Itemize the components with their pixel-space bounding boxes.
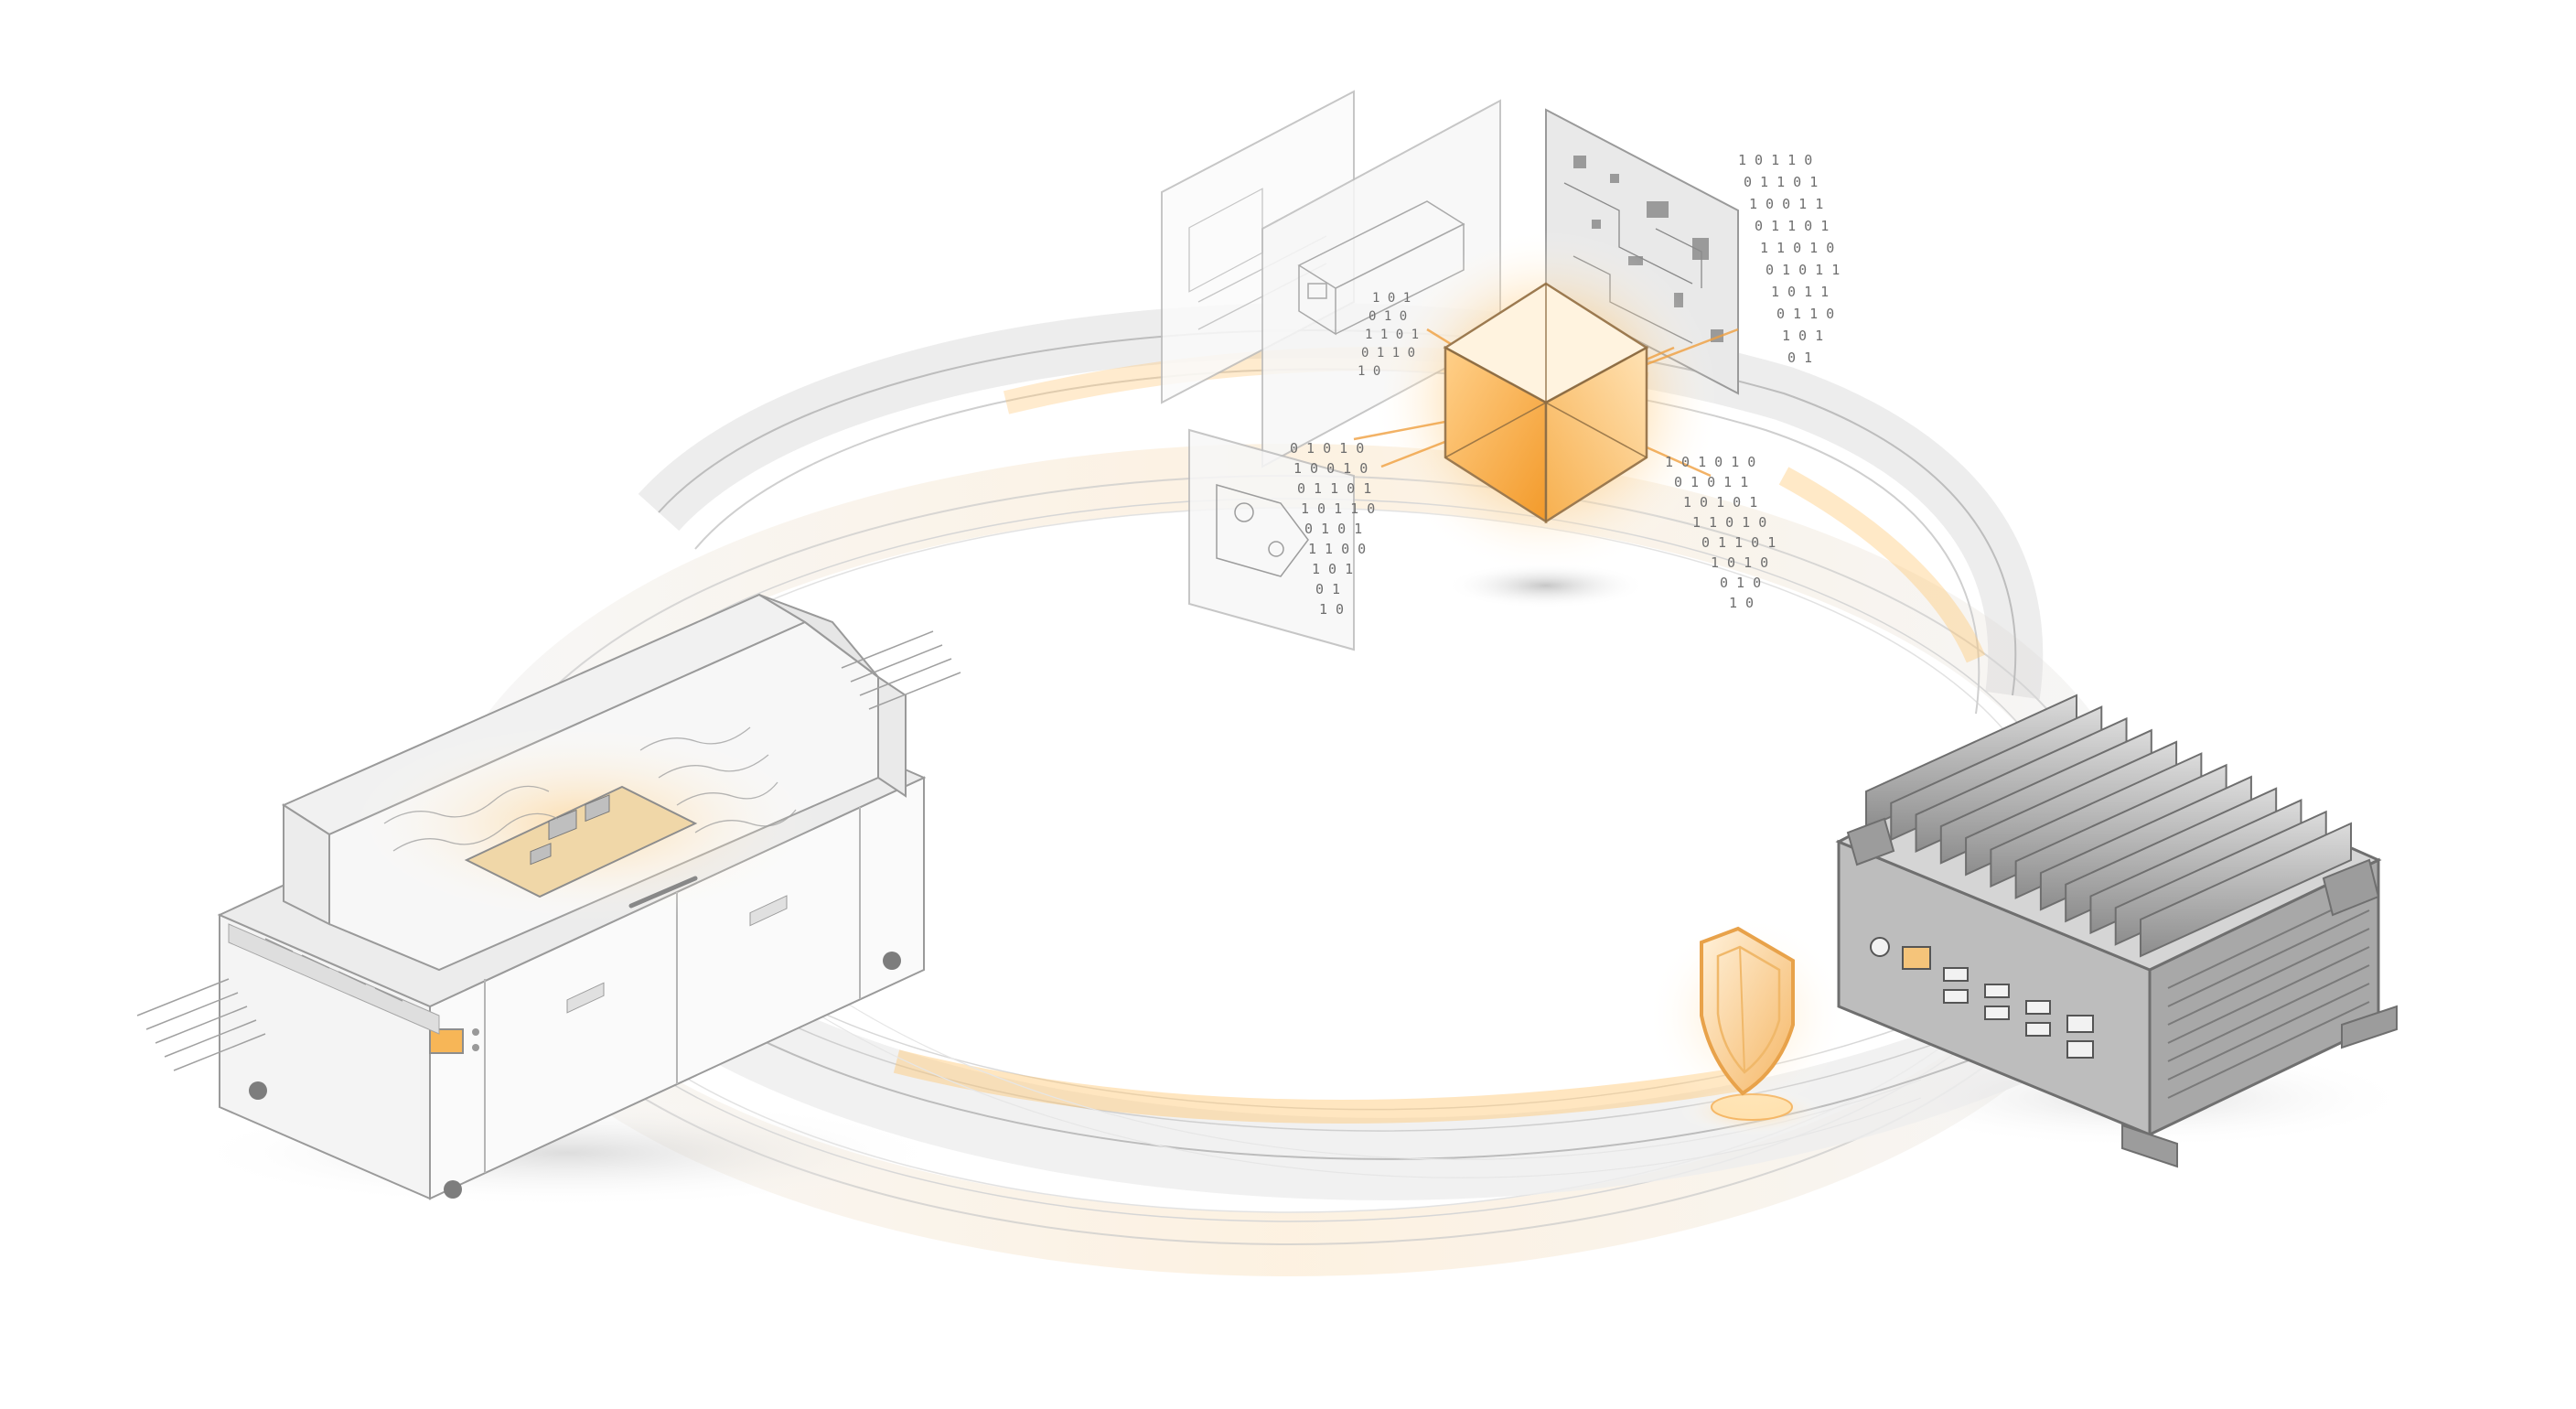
edge-computer	[1835, 694, 2415, 1168]
binary-digits: 1 1 0 1 0	[1692, 514, 1766, 531]
binary-digits: 1 0 1 0 1	[1683, 494, 1757, 511]
binary-digits: 0 1	[1315, 581, 1340, 597]
binary-digits: 1 0 1 0	[1711, 554, 1768, 571]
central-cube	[1353, 229, 1739, 608]
binary-digits: 0 1 0 1	[1304, 521, 1362, 537]
binary-digits: 1 0 0 1 1	[1749, 196, 1823, 212]
part-drawing-panel	[1188, 428, 1355, 651]
binary-digits: 0 1 0	[1368, 309, 1407, 324]
binary-digits: 1 0 1	[1312, 561, 1353, 577]
heat-sink-fins	[1865, 694, 2352, 958]
binary-digits: 0 1 0 1 0	[1290, 440, 1364, 457]
reflow-oven	[136, 593, 961, 1208]
binary-digits: 1 1 0 0	[1308, 541, 1366, 557]
heat-sink-fin	[2140, 822, 2352, 958]
outflow-arrows	[841, 630, 961, 710]
binary-digits: 1 1 0 1	[1365, 328, 1419, 342]
binary-digits: 1 0 1	[1782, 328, 1823, 344]
binary-digits: 1 0	[1358, 364, 1380, 379]
shield-icon	[1700, 926, 1795, 1096]
inflow-arrows	[136, 978, 266, 1071]
binary-digits: 0 1 0	[1720, 575, 1761, 591]
binary-digits: 1 1 0 1 0	[1760, 240, 1834, 256]
design-panels	[1161, 90, 1739, 651]
binary-digits: 0 1	[1787, 350, 1812, 366]
binary-digits: 1 0 1	[1372, 291, 1411, 306]
binary-digits: 1 0 1 0 1 0	[1665, 454, 1755, 470]
binary-stream-top-right: 1 0 1 1 0 0 1 1 0 1 1 0 0 1 1 0 1 1 0 1 1 1 …	[1738, 152, 1840, 366]
binary-digits: 0 1 0 1 1	[1674, 474, 1748, 490]
binary-digits: 1 0	[1729, 595, 1754, 611]
security-shield	[1647, 915, 1848, 1135]
binary-digits: 0 1 1 0 1	[1701, 534, 1776, 551]
binary-stream-left: 0 1 0 1 0 1 0 0 1 0 0 1 1 0 1 1 0 1 1 0 0 1 …	[1290, 440, 1375, 618]
binary-stream-right: 1 0 1 0 1 0 0 1 0 1 1 1 0 1 0 1 1 1 0 1 0 0 …	[1665, 454, 1776, 611]
binary-digits: 0 1 1 0	[1361, 346, 1415, 360]
binary-digits: 1 0 0 1 0	[1293, 460, 1368, 477]
binary-digits: 1 0 1 1 0	[1738, 152, 1812, 168]
binary-digits: 0 1 1 0	[1776, 306, 1834, 322]
binary-digits: 1 0	[1319, 601, 1344, 618]
io-ports	[1870, 937, 2094, 1059]
binary-digits: 0 1 1 0 1	[1297, 480, 1371, 497]
binary-digits: 1 0 1 1 0	[1301, 500, 1375, 517]
binary-digits: 1 0 1 1	[1771, 284, 1829, 300]
binary-digits: 0 1 1 0 1	[1744, 174, 1818, 190]
binary-stream-mid-left: 1 0 1 0 1 0 1 1 0 1 0 1 1 0 1 0	[1358, 291, 1419, 379]
binary-digits: 0 1 1 0 1	[1755, 218, 1829, 234]
binary-digits: 0 1 0 1 1	[1766, 262, 1840, 278]
